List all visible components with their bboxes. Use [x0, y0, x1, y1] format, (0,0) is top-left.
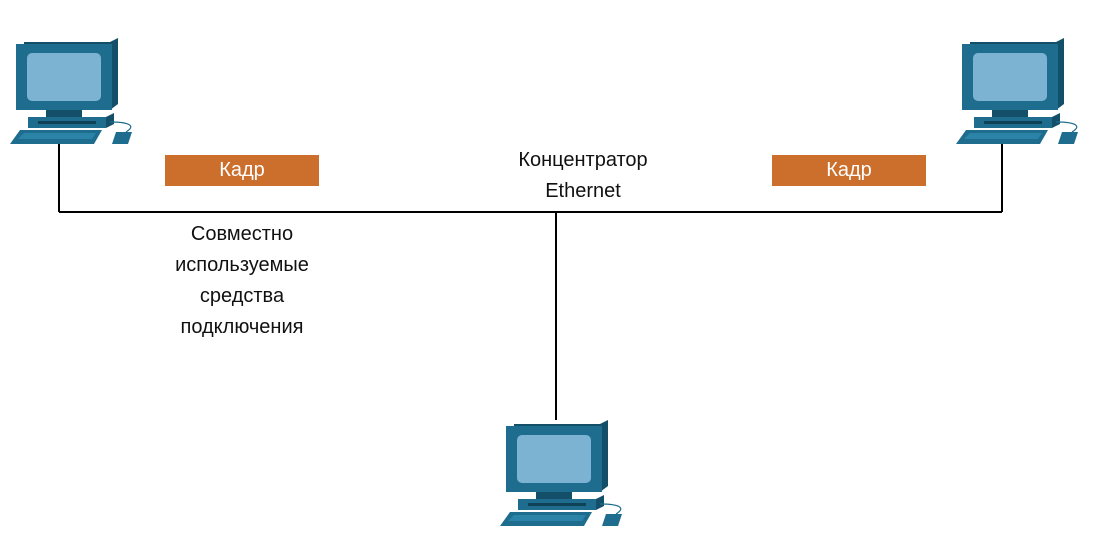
- computer-icon: [499, 419, 623, 527]
- frame-label-left: Кадр: [165, 155, 319, 186]
- medium-label-line: подключения: [180, 316, 304, 338]
- hub-label: Концентратор Ethernet: [473, 145, 693, 207]
- hub-label-line: Концентратор: [518, 149, 648, 171]
- hub-label-line: Ethernet: [545, 180, 621, 202]
- computer-icon: [9, 37, 133, 145]
- medium-label-line: Совместно: [190, 223, 294, 245]
- medium-label-line: используемые: [175, 254, 309, 276]
- medium-label-line: средства: [199, 285, 285, 307]
- computer-icon: [955, 37, 1079, 145]
- medium-label: Совместно используемые средства подключе…: [142, 219, 342, 343]
- frame-label-right: Кадр: [772, 155, 926, 186]
